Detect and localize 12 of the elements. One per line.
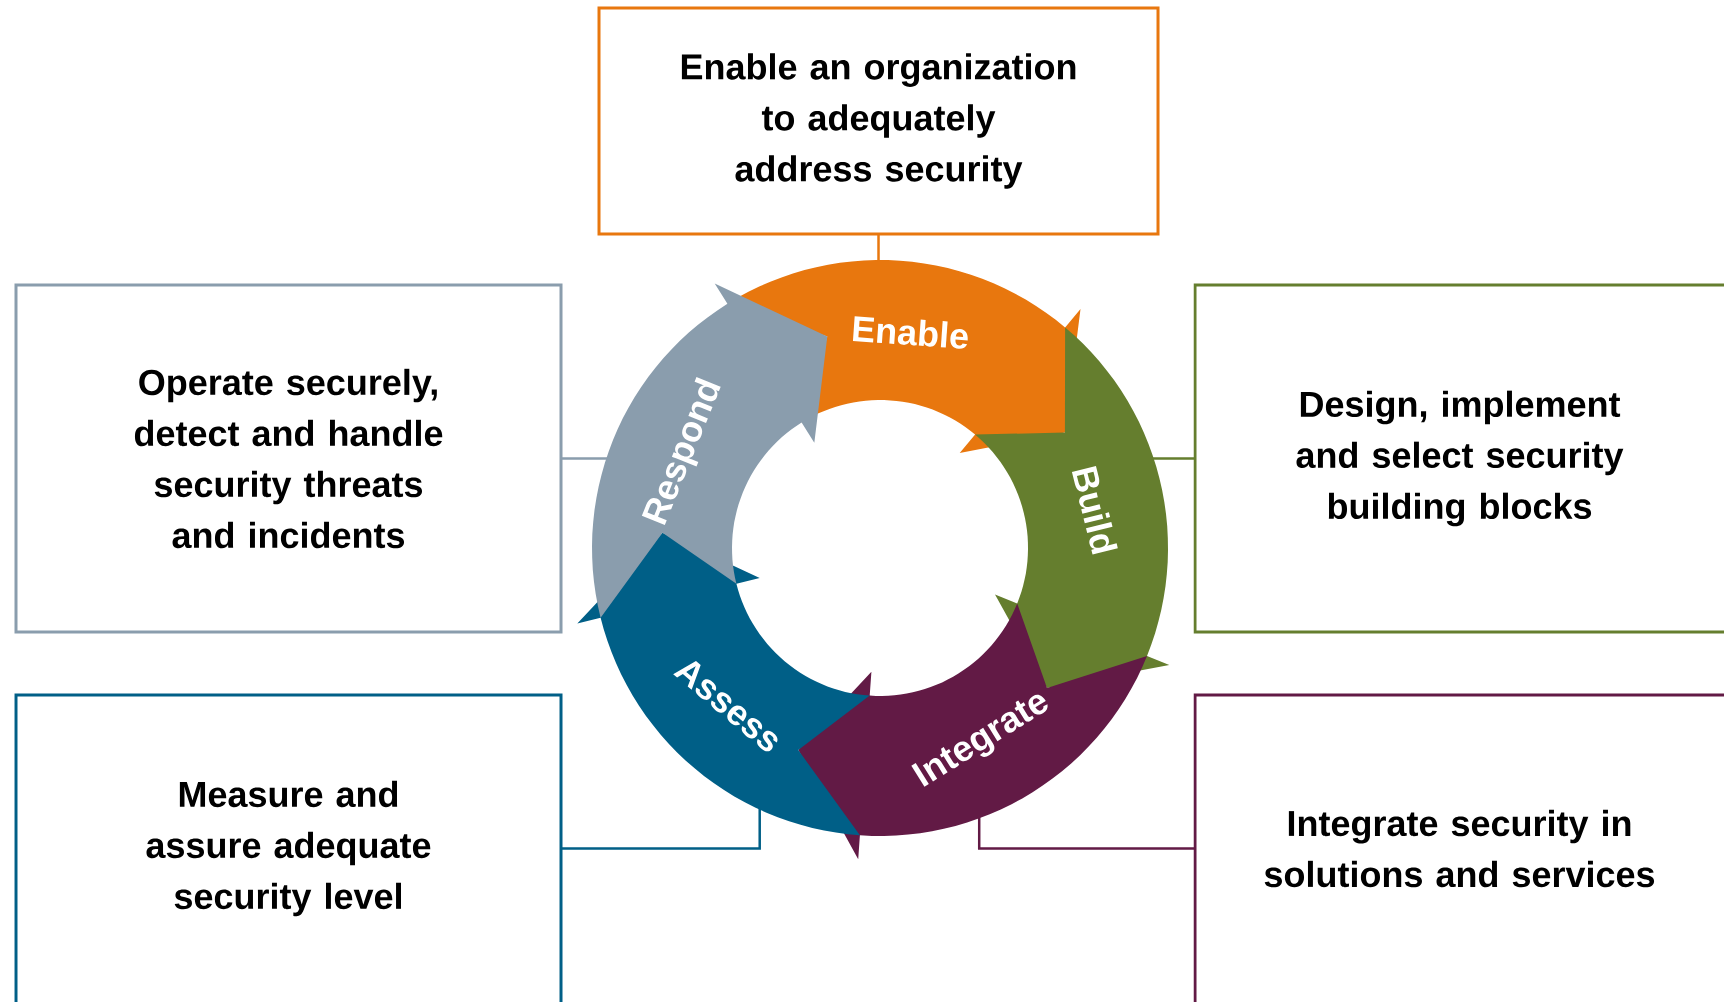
leader-line — [561, 807, 761, 850]
text-box: Design, implement and select security building blocks — [1193, 283, 1724, 634]
leader-line — [877, 234, 880, 262]
leader-line — [977, 816, 1195, 850]
text-box: Integrate security in solutions and services — [1193, 693, 1724, 1002]
text-box: Measure and assure adequate security level — [14, 693, 563, 1002]
leader-line — [1151, 457, 1195, 460]
ring-segment: Build — [975, 327, 1170, 689]
leader-line — [561, 457, 609, 460]
text-box: Enable an organization to adequately address security — [597, 6, 1160, 236]
ring-segment: Enable — [727, 260, 1081, 453]
text-box: Operate securely, detect and handle security threats and incidents — [14, 283, 563, 634]
